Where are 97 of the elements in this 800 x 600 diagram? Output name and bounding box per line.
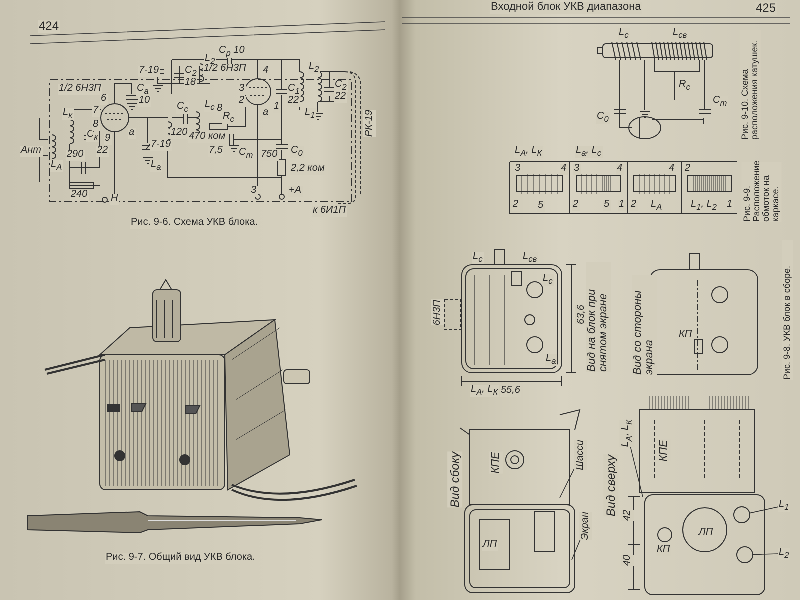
drawing-label: C$_{m}$ [712,96,728,108]
drawing-label: 18 [184,78,198,88]
figure-caption: Рис. 9-8. УКВ блок в сборе. [782,240,794,380]
drawing-label: L$_{c}$ [204,100,216,112]
figure-caption: Рис. 9-7. Общий вид УКВ блока. [105,553,256,564]
leader-line [750,506,778,514]
drawing-label: R$_{с}$ [678,80,692,92]
drawing-label: 3 [238,84,246,94]
drawing-label: а [262,108,270,118]
drawing-label: 8 [216,104,224,114]
leader-line [572,540,581,560]
drawing-label: 40 [622,555,634,566]
drawing-label: L$_{1}$, L$_{2}$ [690,200,718,212]
leader-line [630,446,644,498]
coil-symbol [736,546,754,564]
drawing-label: 8 [92,120,100,130]
drawing-label: Вид сбоку [448,452,463,508]
drawing-label: 6Н3П [432,300,444,326]
drawing-label: 2 [630,200,638,210]
figure-caption: Рис. 9-9. Расположение обмоток на каркасе. [742,162,782,222]
drawing-label: Н [110,194,120,204]
leader-line [752,554,778,556]
drawing-label: 55,6 [500,386,522,396]
drawing-label: 7,5 [208,146,224,156]
drawing-label: C$_{m}$ [238,148,254,160]
drawing-label: к 6И1П [312,206,348,216]
drawing-label: а [128,128,136,138]
drawing-label: C$_{2}$ [184,66,198,78]
drawing-label: 750 [260,150,279,160]
drawing-label: РК-19 [364,110,376,138]
drawing-label: L$_{с}$ [542,274,554,286]
leader-line [560,467,576,498]
drawing-label: 22 [334,92,348,102]
drawing-label: C$_{а}$ [136,84,150,96]
drawing-label: 7-19 [150,140,172,150]
drawing-label: 240 [70,190,89,200]
drawing-label: 5 [537,201,545,212]
drawing-label: C$_{c}$ [176,102,190,114]
drawing-label: 1 [618,200,626,210]
drawing-label: 22 [96,146,110,156]
drawing-label: ЛП [482,540,498,550]
drawing-label: L$_{к}$ [62,108,74,120]
drawing-label: R$_{c}$ [222,112,236,124]
drawing-label: L$_{а}$, L$_{с}$ [575,146,602,158]
drawing-label: 9 [104,134,112,144]
drawing-label: 2,2 ком [290,164,326,174]
drawing-label: 22 [287,96,300,106]
drawing-label: L$_{с}$ [472,252,484,264]
drawing-label: КПЕ [490,452,504,474]
drawing-label: 10 [138,96,152,106]
callout-label: L$_{1}$ [778,500,790,512]
drawing-label: C$_{1}$ [287,84,301,96]
callout-label: L$_{2}$ [778,548,790,560]
drawing-label: 1/2 6Н3П [58,84,102,94]
drawing-label: 4 [560,164,568,174]
drawing-label: 7 [92,106,100,116]
callout-label: Экран [580,512,592,540]
drawing-label: 120 [170,128,189,138]
drawing-label: L$_{1}$ [304,108,316,120]
drawing-label: 4 [668,164,676,174]
drawing-label: 3 [250,186,258,196]
drawing-label: L$_{А}$, L$_{К}$ [470,385,500,397]
running-header: Входной блок УКВ диапазона [490,2,642,14]
drawing-label: C$_{2}$ [334,80,348,92]
drawing-label: L$_{a}$ [150,160,162,172]
drawing-label: C$_{0}$ [596,112,610,124]
drawing-label: 3 [573,164,581,174]
drawing-label: Вид на блок при снятом экране [586,262,612,372]
drawing-label: L$_{А}$ [650,200,664,212]
drawing-label: 6 [100,94,108,104]
drawing-label: C$_{р}$ 10 [218,46,246,58]
drawing-label: Вид сверху [604,455,619,517]
drawing-label: 470 ком [188,132,227,142]
drawing-label: 4 [616,164,624,174]
drawing-label: ЛП [698,528,714,538]
drawing-label: 3 [514,164,522,174]
drawing-label: C$_{0}$ [290,146,304,158]
drawing-label: 1/2 6Н3П [203,64,248,74]
coil-symbol [734,506,750,524]
drawing-label: L$_{св}$ [522,252,538,264]
drawing-label: L$_{а}$ [545,354,558,366]
drawing-label: 42 [622,510,634,522]
drawing-label: 5 [603,200,611,210]
drawing-label: L$_{св}$ [672,28,688,40]
drawing-label: 7-19 [138,66,160,76]
drawing-label: L$_{А}$, L$_{К}$ [514,146,544,158]
callout-label: Шасси [575,440,588,470]
drawing-label: Ант [20,146,43,156]
page-number: 425 [755,2,778,15]
drawing-label: L$_{2}$ [308,62,320,74]
figure-caption: Рис. 9-6. Схема УКВ блока. [130,218,260,228]
drawing-label: L$_{с}$ [618,28,630,40]
drawing-label: 2 [572,200,580,210]
drawing-label: 290 [66,150,85,160]
page-number: 424 [38,20,60,33]
drawing-label: L$_{А}$ [50,160,64,172]
drawing-label: Вид со стороны экрана [632,275,658,375]
